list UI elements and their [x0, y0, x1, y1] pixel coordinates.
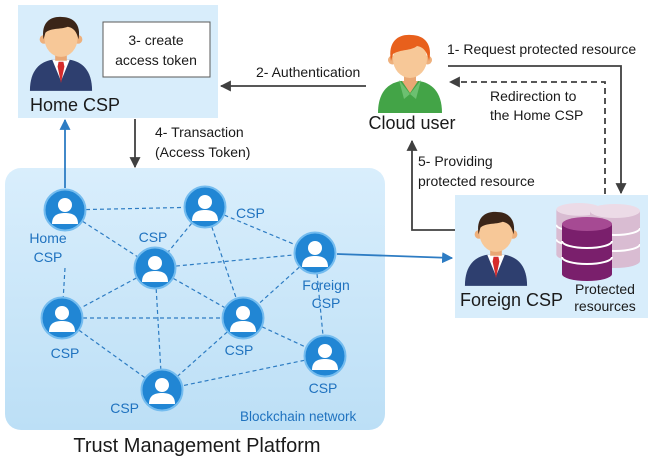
node-label: CSP [236, 205, 265, 221]
network-link [64, 206, 206, 211]
node-label: CSP [110, 400, 139, 416]
resources-label-line: Protected [575, 281, 635, 297]
network-link [204, 206, 244, 319]
token-note-line: access token [115, 52, 197, 68]
transaction-label-line: (Access Token) [155, 144, 250, 160]
user-node-icon [183, 185, 227, 229]
foreign-node-to-foreign-csp-arrow [336, 252, 454, 264]
node-label: CSP [309, 380, 338, 396]
network-link [154, 252, 316, 269]
database-front-stack [561, 217, 613, 281]
providing-label-line: 5- Providing [418, 153, 493, 169]
token-note-box [102, 21, 211, 78]
user-node-icon [133, 246, 177, 290]
token-note-line: 3- create [128, 32, 183, 48]
user-node-icon [293, 231, 337, 275]
network-node-home: Home CSP [29, 188, 87, 265]
home-csp-panel: 3- create access token Home CSP [18, 5, 218, 118]
network-node-bottom: CSP [110, 368, 184, 416]
request-arrow [448, 65, 627, 195]
step-providing: 5- Providing protected resource [406, 139, 535, 231]
node-label: CSP [225, 342, 254, 358]
transaction-label-line: 4- Transaction [155, 124, 244, 140]
foreign-csp-panel: Protected resources Foreign CSP [455, 195, 648, 318]
network-node-middle-left: CSP [133, 229, 177, 290]
node-label: Foreign [302, 277, 349, 293]
redirection-label-line: Redirection to [490, 88, 577, 104]
node-label: CSP [34, 249, 63, 265]
node-label: CSP [139, 229, 168, 245]
step-transaction: 4- Transaction (Access Token) [129, 119, 250, 169]
cloud-user-title: Cloud user [368, 113, 455, 133]
network-node-foreign: Foreign CSP [293, 231, 350, 311]
request-label: 1- Request protected resource [447, 41, 636, 57]
authentication-label: 2- Authentication [256, 64, 360, 80]
redirection-label-line: the Home CSP [490, 107, 583, 123]
network-node-left: CSP [40, 296, 84, 361]
home-csp-title: Home CSP [30, 95, 120, 115]
user-icon [378, 34, 442, 113]
user-node-icon [221, 296, 265, 340]
platform-title: Trust Management Platform [73, 435, 320, 457]
step-redirection: Redirection to the Home CSP [448, 76, 606, 194]
resources-label-line: resources [574, 298, 635, 314]
user-node-icon [140, 368, 184, 412]
network-node-top: CSP [183, 185, 265, 229]
node-label: CSP [51, 345, 80, 361]
providing-arrow [406, 139, 455, 231]
network-node-right: CSP [303, 334, 347, 396]
step-authentication: 2- Authentication [219, 64, 366, 92]
user-node-icon [303, 334, 347, 378]
network-node-center: CSP [221, 296, 265, 358]
network-link [61, 267, 66, 319]
providing-label-line: protected resource [418, 173, 535, 189]
blockchain-network-area [5, 168, 385, 430]
node-label: Home [29, 230, 67, 246]
blockchain-network-title: Blockchain network [240, 409, 357, 424]
user-node-icon [40, 296, 84, 340]
blockchain-network: Home CSP CSP CSP Foreign CSP CSP CSP CSP [5, 118, 454, 430]
user-node-icon [43, 188, 87, 232]
redirection-arrow [448, 76, 606, 194]
foreign-csp-title: Foreign CSP [460, 290, 563, 310]
node-label: CSP [312, 295, 341, 311]
cloud-user: Cloud user [368, 34, 456, 133]
step-request: 1- Request protected resource [447, 41, 636, 195]
